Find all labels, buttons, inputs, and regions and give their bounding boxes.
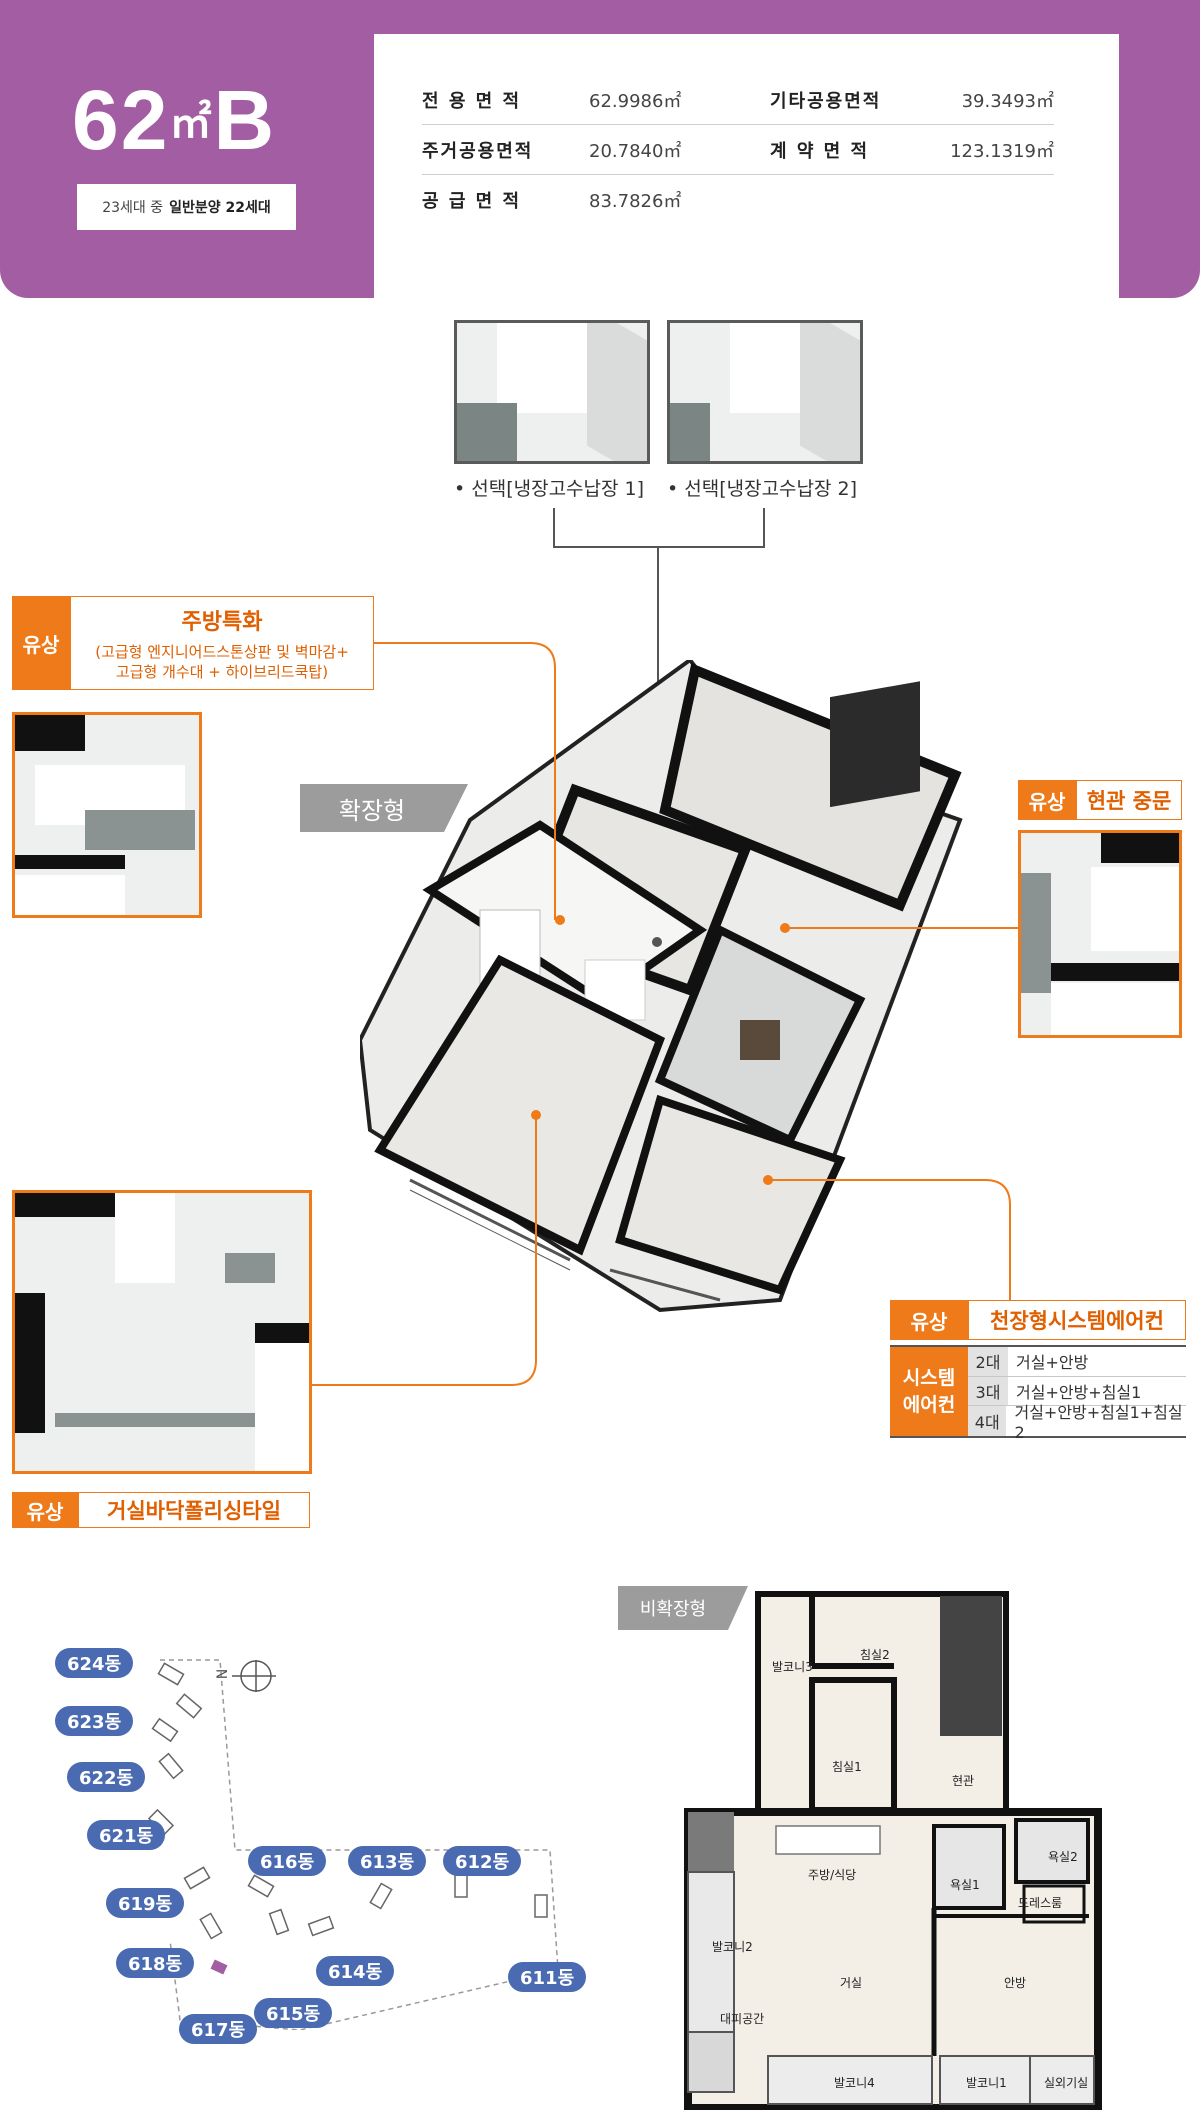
area-panel: 전 용 면 적 62.9986㎡ 기타공용면적 39.3493㎡ 주거공용면적 … bbox=[374, 34, 1119, 298]
isometric-floor-plan bbox=[360, 660, 963, 1313]
extended-type-label: 확장형 bbox=[300, 784, 468, 832]
room-label: 대피공간 bbox=[720, 2012, 765, 2026]
room-label: 현관 bbox=[952, 1774, 975, 1788]
building-label: 623동 bbox=[55, 1706, 134, 1736]
building-label: 611동 bbox=[508, 1962, 587, 1992]
building-label: 619동 bbox=[106, 1888, 185, 1918]
room-label: 욕실1 bbox=[950, 1878, 980, 1892]
floor-callout-box: 거실바닥폴리싱타일 bbox=[78, 1492, 310, 1528]
north-compass: N bbox=[215, 1658, 278, 1694]
building-label: 624동 bbox=[55, 1648, 134, 1678]
building-label: 615동 bbox=[254, 1998, 333, 2028]
kitchen-callout-box: 주방특화 (고급형 엔지니어드스톤상판 및 벽마감+ 고급형 개수대 + 하이브… bbox=[70, 596, 374, 690]
floor-paid-tag: 유상 bbox=[12, 1492, 78, 1528]
room-label: 거실 bbox=[840, 1976, 863, 1990]
table-row: 3대 거실+안방+침실1 bbox=[968, 1376, 1186, 1407]
connector-line bbox=[553, 508, 555, 548]
building-label: 616동 bbox=[248, 1846, 327, 1876]
fridge-option-2-caption: • 선택[냉장고수납장 2] bbox=[667, 478, 858, 500]
room-label: 발코니1 bbox=[966, 2076, 1007, 2090]
entrance-door-photo bbox=[1018, 830, 1182, 1038]
non-extended-floor-plan bbox=[684, 1591, 1102, 2110]
area-row: 주거공용면적 20.7840㎡ 계 약 면 적 123.1319㎡ bbox=[422, 125, 1054, 175]
entrance-callout-box: 현관 중문 bbox=[1076, 780, 1182, 820]
area-row: 공 급 면 적 83.7826㎡ bbox=[422, 191, 682, 212]
connector-line bbox=[553, 546, 765, 548]
building-label: 621동 bbox=[87, 1820, 166, 1850]
room-label: 주방/식당 bbox=[808, 1868, 857, 1882]
site-map-outline bbox=[147, 1659, 559, 2030]
living-floor-photo bbox=[12, 1190, 312, 1474]
building-label: 612동 bbox=[443, 1846, 522, 1876]
table-row: 2대 거실+안방 bbox=[968, 1347, 1186, 1377]
room-label: 드레스룸 bbox=[1018, 1896, 1063, 1910]
kitchen-paid-tag: 유상 bbox=[12, 596, 70, 690]
kitchen-photo bbox=[12, 712, 202, 918]
room-label: 침실1 bbox=[832, 1760, 862, 1774]
building-label: 613동 bbox=[348, 1846, 427, 1876]
callout-lines bbox=[312, 642, 1018, 1386]
area-row: 전 용 면 적 62.9986㎡ 기타공용면적 39.3493㎡ bbox=[422, 75, 1054, 125]
building-label: 622동 bbox=[67, 1762, 146, 1792]
fridge-option-2-image bbox=[667, 320, 863, 464]
room-label: 욕실2 bbox=[1048, 1850, 1078, 1864]
fridge-option-1-image bbox=[454, 320, 650, 464]
connector-line bbox=[763, 508, 765, 548]
aircon-callout-box: 천장형시스템에어컨 bbox=[968, 1300, 1186, 1340]
room-label: 발코니2 bbox=[712, 1940, 753, 1954]
fridge-option-1-caption: • 선택[냉장고수납장 1] bbox=[454, 478, 645, 500]
room-label: 발코니3 bbox=[772, 1660, 813, 1674]
unit-type-title: 62㎡B bbox=[72, 73, 277, 167]
room-label: 실외기실 bbox=[1044, 2076, 1089, 2090]
room-label: 발코니4 bbox=[834, 2076, 875, 2090]
table-row: 4대 거실+안방+침실1+침실2 bbox=[968, 1403, 1186, 1442]
building-label: 617동 bbox=[179, 2014, 258, 2044]
room-label: 안방 bbox=[1004, 1976, 1027, 1990]
compass-north-letter: N bbox=[215, 1668, 232, 1680]
building-label: 614동 bbox=[316, 1956, 395, 1986]
building-label: 618동 bbox=[116, 1948, 195, 1978]
non-extended-type-label: 비확장형 bbox=[618, 1586, 748, 1630]
entrance-paid-tag: 유상 bbox=[1018, 780, 1076, 820]
aircon-paid-tag: 유상 bbox=[890, 1300, 968, 1340]
room-label: 침실2 bbox=[860, 1648, 890, 1662]
